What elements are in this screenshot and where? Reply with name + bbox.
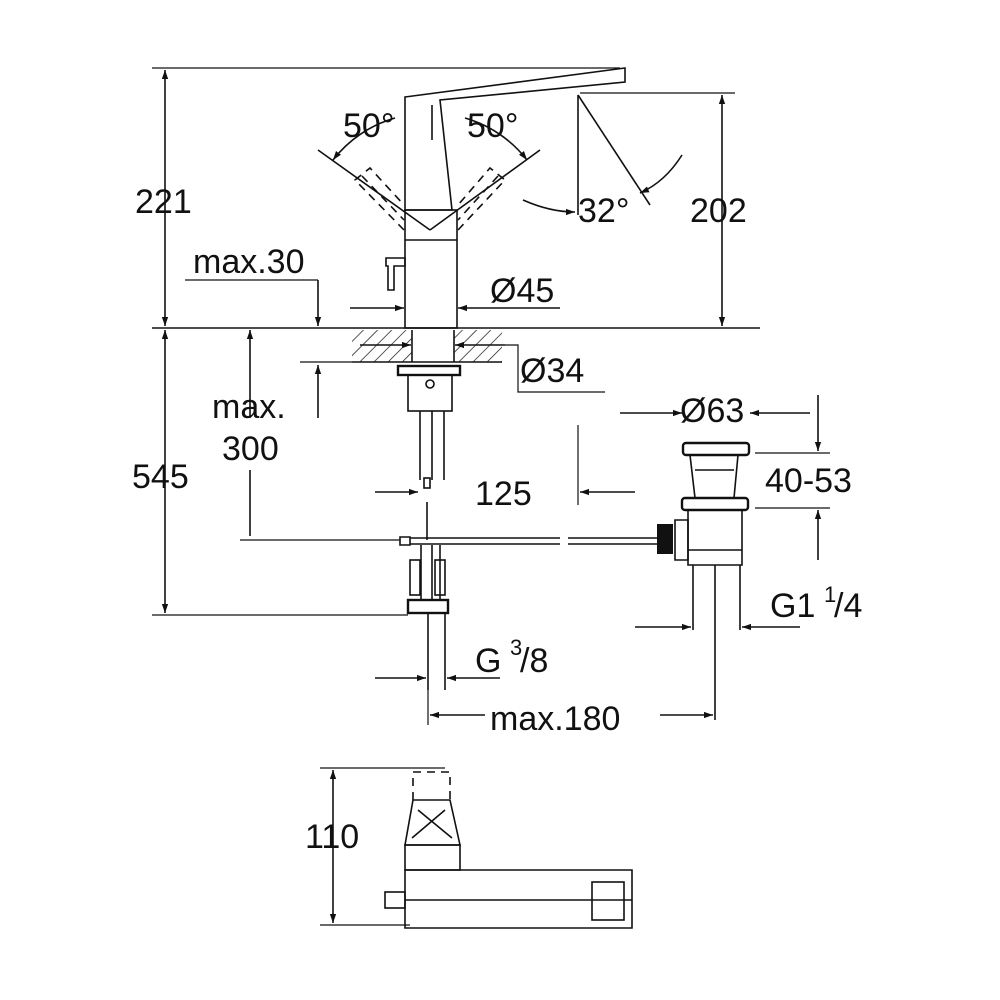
label-max-counter: max.30 [193, 243, 305, 281]
label-angle-right: 50° [467, 107, 518, 145]
label-height-spout: 202 [690, 192, 747, 230]
label-thread-supply-num: 3 [510, 635, 522, 660]
label-thread-waste-den: /4 [834, 587, 862, 625]
label-thread-supply: G [475, 642, 501, 680]
label-offset-125: 125 [475, 475, 532, 513]
label-max-hose-b: 300 [222, 430, 279, 468]
lever-position-left [353, 166, 405, 231]
label-dia-waste: Ø63 [680, 392, 744, 430]
waste-valve [657, 441, 751, 720]
pop-up-knob [385, 257, 406, 291]
dimension-labels: 221 50° 50° 32° 202 max.30 Ø45 Ø34 max. … [132, 107, 862, 856]
label-max-180: max.180 [490, 700, 620, 738]
label-max-hose-a: max. [212, 388, 286, 426]
label-dia-hole: Ø34 [520, 352, 584, 390]
label-angle-left: 50° [343, 107, 394, 145]
dimensions [152, 67, 830, 725]
label-angle-spout: 32° [578, 192, 629, 230]
lever-position-right [457, 166, 507, 231]
faucet-top-view [320, 767, 633, 929]
label-thread-waste-num: 1 [824, 582, 836, 607]
label-waste-range: 40-53 [765, 462, 852, 500]
mounting-nut [396, 364, 462, 377]
label-thread-waste: G1 [770, 587, 815, 625]
faucet-side-view [152, 67, 760, 720]
faucet-body [404, 209, 458, 329]
label-dia-body: Ø45 [490, 272, 554, 310]
label-thread-supply-den: /8 [520, 642, 548, 680]
label-height-total: 221 [135, 183, 192, 221]
label-height-top: 110 [305, 818, 359, 856]
label-depth-total: 545 [132, 458, 189, 496]
supply-valve [406, 598, 450, 615]
